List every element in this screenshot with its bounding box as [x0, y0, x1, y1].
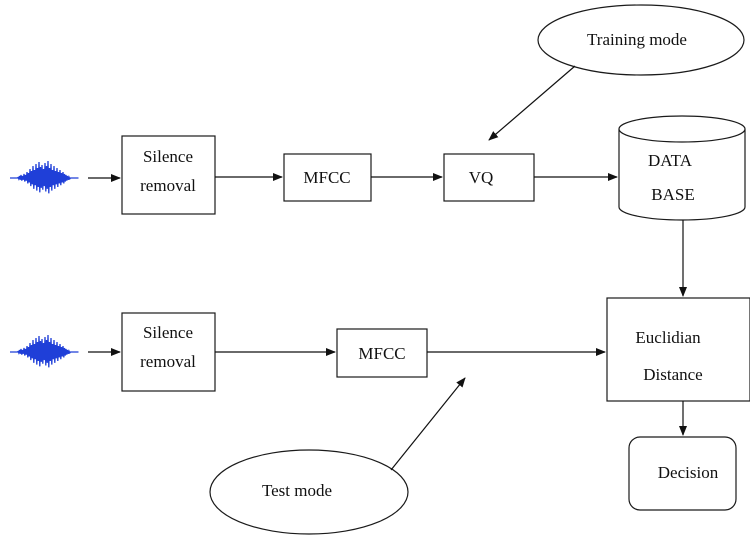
training-silence-label-2: removal [140, 176, 196, 195]
euclidian-distance-box: Euclidian Distance [606, 297, 750, 402]
test-mode-label: Test mode [262, 481, 332, 500]
vq-label: VQ [469, 168, 494, 187]
training-silence-label-1: Silence [143, 147, 193, 166]
arrow-training-mode-to-vq [488, 65, 576, 141]
training-silence-removal-box: Silence removal [121, 135, 216, 215]
database-label-1: DATA [648, 151, 693, 170]
training-waveform-icon [10, 160, 79, 194]
euclidian-label-2: Distance [643, 365, 702, 384]
test-mfcc-label: MFCC [358, 344, 405, 363]
euclidian-label-1: Euclidian [635, 328, 701, 347]
decision-label: Decision [658, 463, 719, 482]
test-silence-label-1: Silence [143, 323, 193, 342]
database-label-2: BASE [651, 185, 694, 204]
training-mfcc-box: MFCC [283, 153, 372, 202]
test-mode-ellipse: Test mode [209, 449, 409, 535]
test-waveform-icon [10, 334, 79, 368]
arrow-test-mode-to-line [390, 377, 466, 471]
training-mfcc-label: MFCC [303, 168, 350, 187]
database-cylinder: DATA BASE [618, 115, 746, 221]
vq-box: VQ [443, 153, 535, 202]
training-mode-label: Training mode [587, 30, 687, 49]
test-mfcc-box: MFCC [336, 328, 428, 378]
decision-box: Decision [628, 436, 737, 511]
test-silence-removal-box: Silence removal [121, 312, 216, 392]
training-mode-ellipse: Training mode [537, 4, 745, 76]
test-silence-label-2: removal [140, 352, 196, 371]
